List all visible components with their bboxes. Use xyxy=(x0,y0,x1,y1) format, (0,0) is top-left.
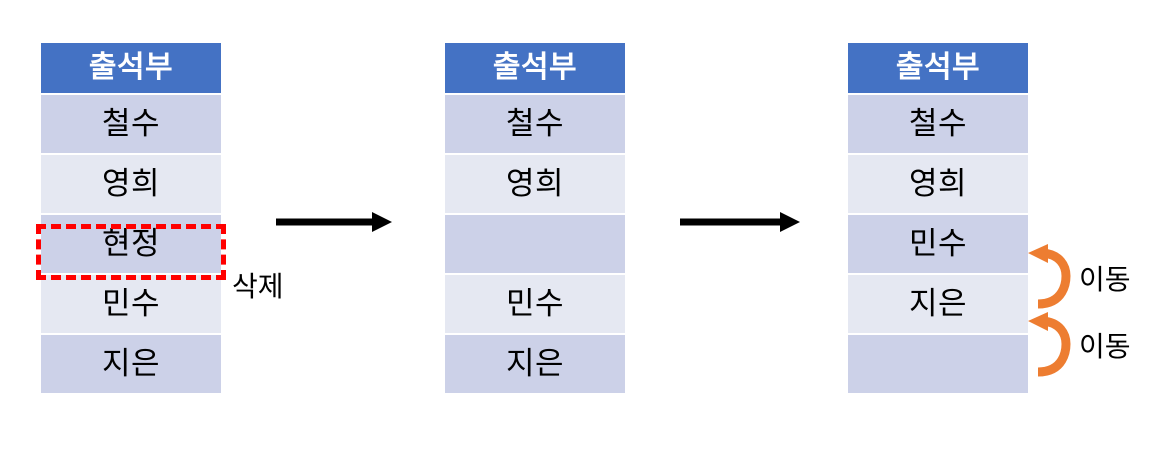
table-1-row-3: 현정 xyxy=(41,215,221,273)
table-1-header: 출석부 xyxy=(41,43,221,93)
step-arrow-1 xyxy=(276,210,392,234)
table-3-row-1: 철수 xyxy=(848,95,1028,153)
attendance-table-after-shift: 출석부 철수 영희 민수 지은 xyxy=(848,43,1028,395)
move-curved-arrow-2-icon xyxy=(1020,310,1072,380)
move-curved-arrow-1-icon xyxy=(1020,242,1072,312)
move-label-2: 이동 xyxy=(1079,331,1131,362)
table-2-row-3-empty xyxy=(445,215,625,273)
table-1-row-5: 지은 xyxy=(41,335,221,393)
attendance-table-before: 출석부 철수 영희 현정 민수 지은 xyxy=(41,43,221,395)
table-3-row-2: 영희 xyxy=(848,155,1028,213)
move-label-1: 이동 xyxy=(1079,264,1131,295)
table-2-header: 출석부 xyxy=(445,43,625,93)
table-1-row-4: 민수 xyxy=(41,275,221,333)
table-1-row-1: 철수 xyxy=(41,95,221,153)
delete-label: 삭제 xyxy=(232,271,284,302)
table-2-row-2: 영희 xyxy=(445,155,625,213)
table-2-row-5: 지은 xyxy=(445,335,625,393)
attendance-table-after-delete: 출석부 철수 영희 민수 지은 xyxy=(445,43,625,395)
step-arrow-2 xyxy=(680,210,800,234)
table-3-row-5-empty xyxy=(848,335,1028,393)
table-3-row-4: 지은 xyxy=(848,275,1028,333)
table-3-row-3: 민수 xyxy=(848,215,1028,273)
table-3-header: 출석부 xyxy=(848,43,1028,93)
table-2-row-1: 철수 xyxy=(445,95,625,153)
table-2-row-4: 민수 xyxy=(445,275,625,333)
table-1-row-2: 영희 xyxy=(41,155,221,213)
